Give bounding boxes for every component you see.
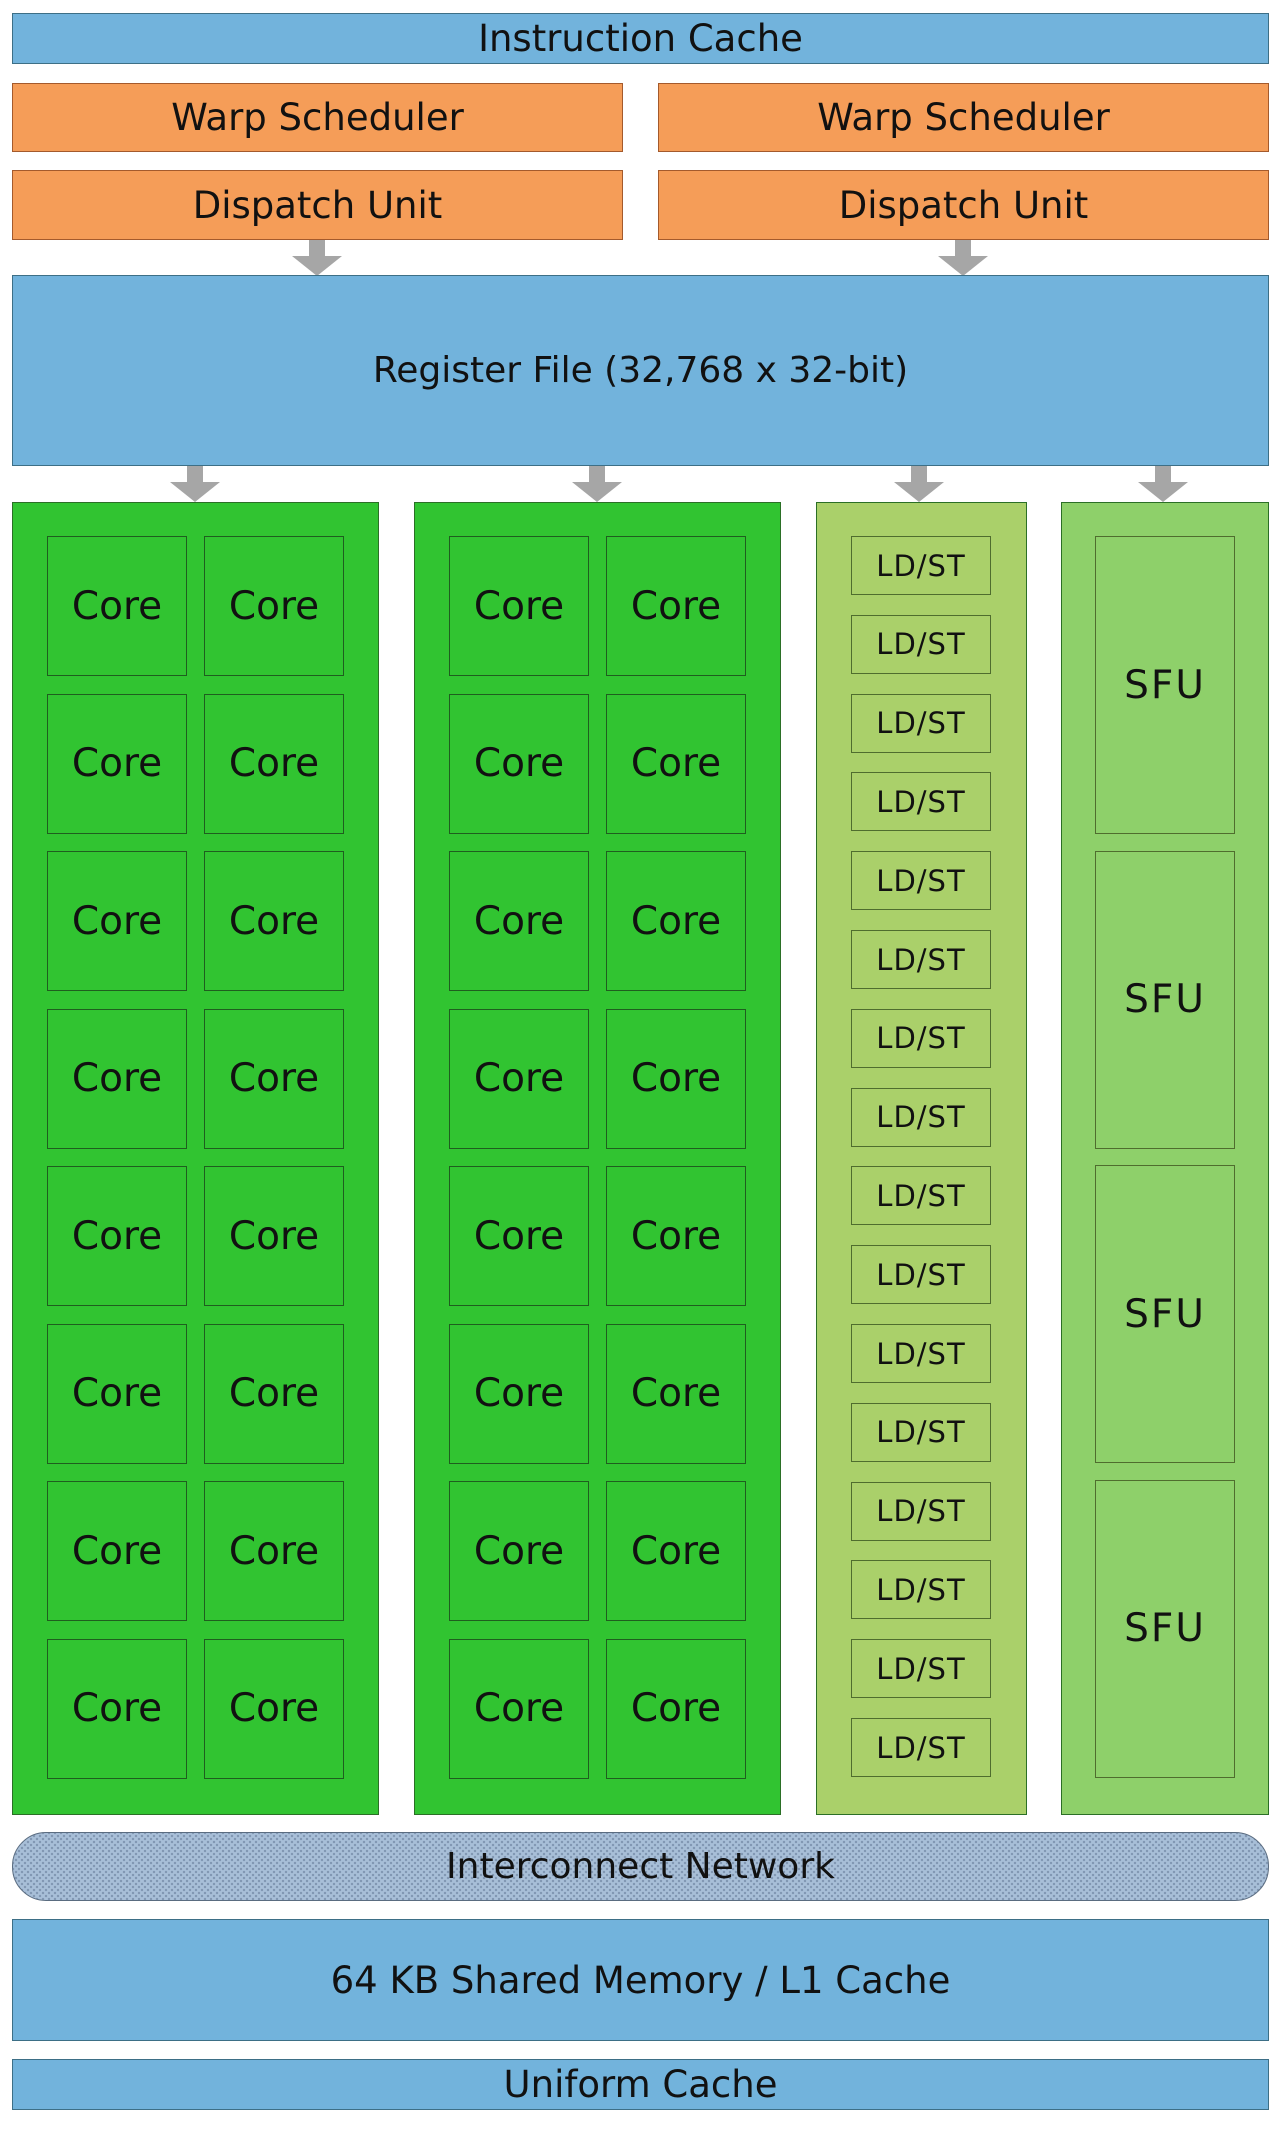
core-unit: Core: [449, 1481, 589, 1621]
dispatch-unit-right: Dispatch Unit: [658, 170, 1269, 240]
core-unit: Core: [204, 693, 344, 834]
ldst-unit: LD/ST: [851, 1166, 991, 1226]
core-unit: Core: [47, 1323, 187, 1464]
core-unit: Core: [606, 851, 746, 991]
sfu-unit: SFU: [1095, 536, 1235, 834]
register-file-label: Register File (32,768 x 32-bit): [372, 350, 909, 391]
core-unit: Core: [204, 851, 344, 991]
core-unit: Core: [47, 693, 187, 834]
ldst-unit: LD/ST: [851, 1639, 991, 1699]
ldst-unit: LD/ST: [851, 1402, 991, 1462]
core-unit: Core: [449, 536, 589, 676]
core-unit: Core: [606, 693, 746, 834]
ldst-unit: LD/ST: [851, 693, 991, 753]
core-unit: Core: [47, 1638, 187, 1779]
core-unit: Core: [449, 1166, 589, 1306]
core-unit: Core: [449, 851, 589, 991]
ldst-unit: LD/ST: [851, 930, 991, 989]
core-unit: Core: [449, 1008, 589, 1149]
core-unit: Core: [606, 1008, 746, 1149]
core-unit: Core: [204, 1166, 344, 1306]
sfu-unit: SFU: [1095, 850, 1235, 1149]
sfu-unit: SFU: [1095, 1479, 1235, 1778]
core-unit: Core: [204, 1323, 344, 1464]
core-unit: Core: [606, 1166, 746, 1306]
ldst-unit: LD/ST: [851, 851, 991, 911]
core-unit: Core: [204, 536, 344, 676]
ldst-unit: LD/ST: [851, 614, 991, 674]
ldst-unit: LD/ST: [851, 1008, 991, 1068]
shared-memory-l1-cache: 64 KB Shared Memory / L1 Cache: [12, 1919, 1269, 2041]
warp-scheduler-right: Warp Scheduler: [658, 83, 1269, 152]
core-unit: Core: [47, 851, 187, 991]
core-unit: Core: [606, 1481, 746, 1621]
ldst-unit: LD/ST: [851, 1718, 991, 1777]
instruction-cache-label: Instruction Cache: [478, 17, 803, 60]
dispatch-unit-label: Dispatch Unit: [838, 183, 1089, 227]
register-file: Register File (32,768 x 32-bit): [12, 275, 1269, 466]
ldst-unit: LD/ST: [851, 536, 991, 595]
down-arrow-icon: [1138, 466, 1188, 502]
down-arrow-icon: [292, 240, 342, 276]
warp-scheduler-label: Warp Scheduler: [817, 96, 1110, 139]
dispatch-unit-left: Dispatch Unit: [12, 170, 623, 240]
instruction-cache: Instruction Cache: [12, 13, 1269, 64]
uniform-cache: Uniform Cache: [12, 2059, 1269, 2110]
sfu-unit: SFU: [1095, 1165, 1235, 1463]
core-unit: Core: [449, 693, 589, 834]
warp-scheduler-left: Warp Scheduler: [12, 83, 623, 152]
core-unit: Core: [47, 1166, 187, 1306]
core-unit: Core: [449, 1638, 589, 1779]
down-arrow-icon: [170, 466, 220, 502]
ldst-unit: LD/ST: [851, 1245, 991, 1305]
down-arrow-icon: [938, 240, 988, 276]
core-unit: Core: [606, 1638, 746, 1779]
interconnect-network-label: Interconnect Network: [446, 1846, 835, 1887]
core-unit: Core: [606, 1323, 746, 1464]
down-arrow-icon: [894, 466, 944, 502]
core-unit: Core: [606, 536, 746, 676]
ldst-unit: LD/ST: [851, 1087, 991, 1147]
dispatch-unit-label: Dispatch Unit: [192, 183, 443, 227]
interconnect-network: Interconnect Network: [12, 1832, 1269, 1901]
core-unit: Core: [204, 1008, 344, 1149]
core-unit: Core: [204, 1638, 344, 1779]
down-arrow-icon: [572, 466, 622, 502]
core-unit: Core: [47, 1008, 187, 1149]
ldst-unit: LD/ST: [851, 772, 991, 832]
core-unit: Core: [47, 536, 187, 676]
shared-memory-label: 64 KB Shared Memory / L1 Cache: [330, 1958, 951, 2002]
warp-scheduler-label: Warp Scheduler: [171, 96, 464, 139]
ldst-unit: LD/ST: [851, 1324, 991, 1383]
ldst-unit: LD/ST: [851, 1481, 991, 1541]
core-unit: Core: [47, 1481, 187, 1621]
core-unit: Core: [204, 1481, 344, 1621]
uniform-cache-label: Uniform Cache: [503, 2063, 778, 2106]
ldst-unit: LD/ST: [851, 1560, 991, 1620]
core-unit: Core: [449, 1323, 589, 1464]
